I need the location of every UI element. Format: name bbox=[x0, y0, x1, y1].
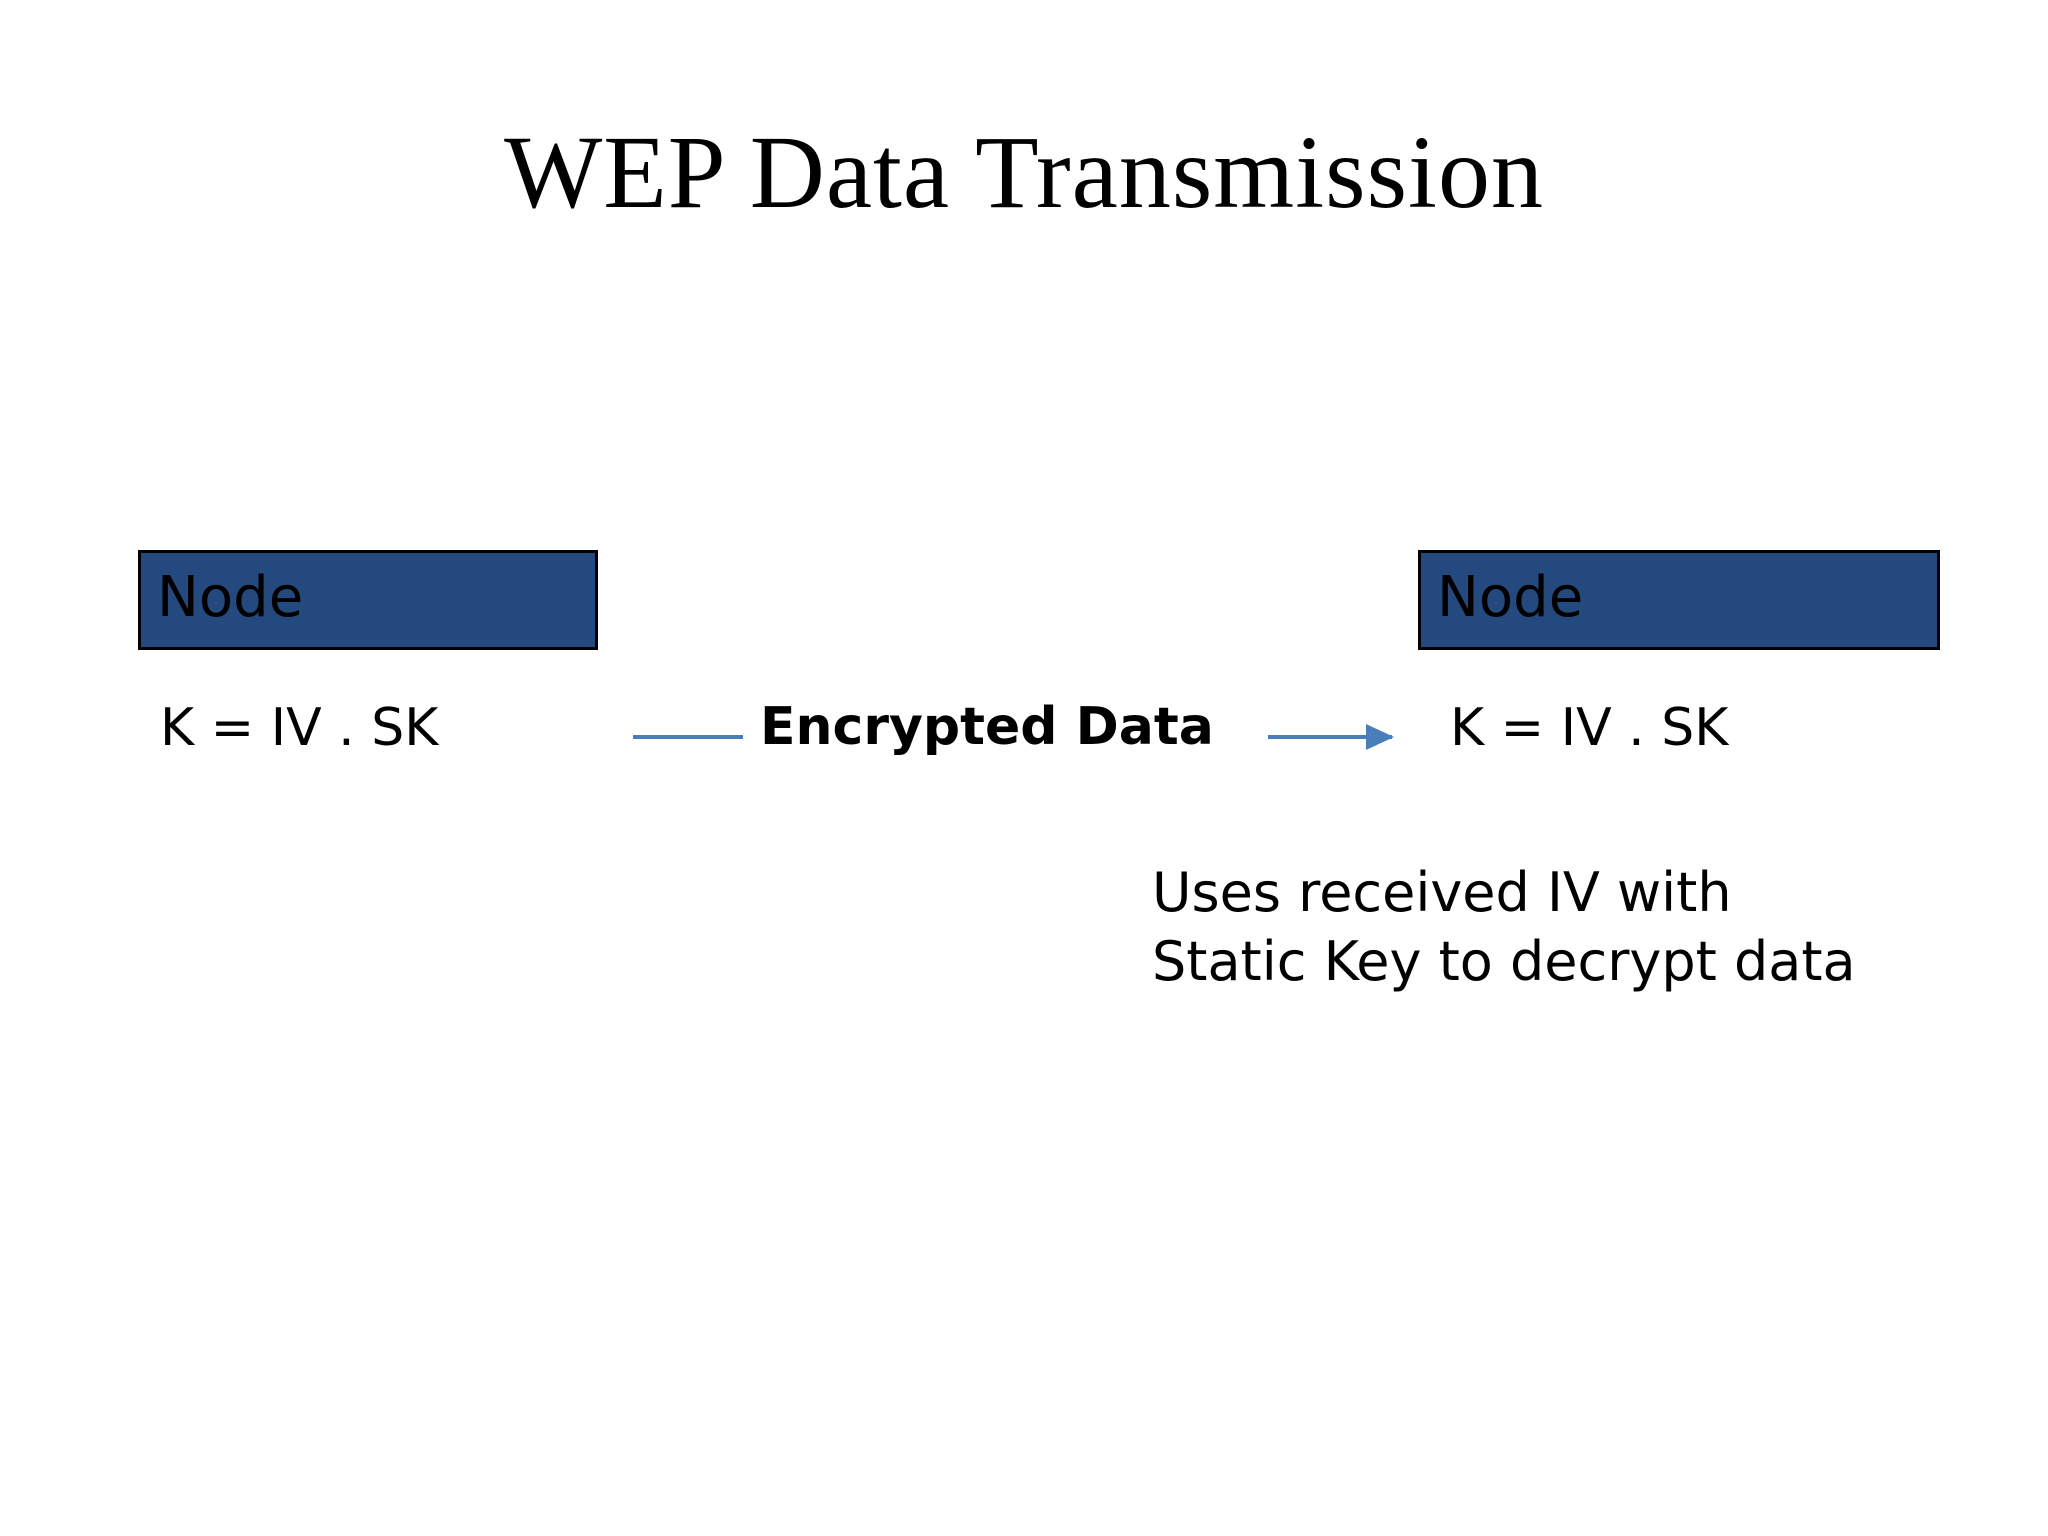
receiver-note: Uses received IV with Static Key to decr… bbox=[1152, 858, 1856, 996]
right-arrow-icon bbox=[1268, 724, 1394, 750]
receiver-note-line-1: Uses received IV with bbox=[1152, 861, 1732, 924]
sender-key-expression: K = IV . SK bbox=[160, 698, 439, 758]
encrypted-data-channel: Encrypted Data bbox=[630, 700, 1398, 776]
channel-line-left bbox=[633, 735, 743, 739]
receiver-node-label: Node bbox=[1437, 565, 1584, 630]
page-title: WEP Data Transmission bbox=[504, 115, 1544, 230]
channel-label: Encrypted Data bbox=[760, 697, 1214, 757]
sender-node-box[interactable]: Node bbox=[138, 550, 598, 650]
sender-node-label: Node bbox=[157, 565, 304, 630]
receiver-key-expression: K = IV . SK bbox=[1450, 698, 1729, 758]
receiver-node-box[interactable]: Node bbox=[1418, 550, 1940, 650]
receiver-note-line-2: Static Key to decrypt data bbox=[1152, 930, 1856, 994]
